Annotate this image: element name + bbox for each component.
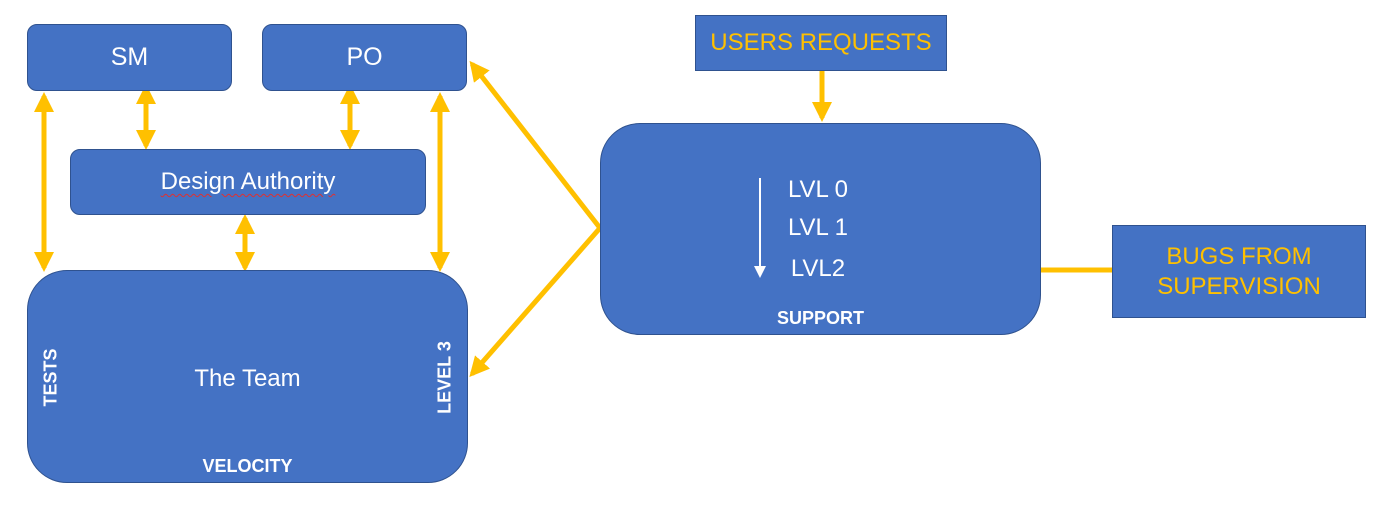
users-requests-label: USERS REQUESTS	[710, 29, 932, 56]
bugs-label-line2: SUPERVISION	[1157, 272, 1321, 300]
team-title: The Team	[194, 365, 301, 392]
team-box: The Team TESTS LEVEL 3 VELOCITY	[27, 270, 468, 483]
support-flow-arrow	[754, 178, 766, 278]
support-po-arrow	[469, 60, 602, 230]
support-bottom-label: SUPPORT	[776, 308, 864, 328]
design-authority-box: Design Authority	[70, 149, 426, 215]
po-box: PO	[262, 24, 467, 91]
sm-label: SM	[110, 43, 149, 71]
support-box: LVL 0 LVL 1 LVL2 SUPPORT	[600, 123, 1041, 335]
po-label: PO	[346, 43, 383, 71]
sm-box: SM	[27, 24, 232, 91]
bugs-label-line1: BUGS FROM	[1166, 242, 1312, 270]
support-level-0: LVL 0	[787, 176, 849, 203]
support-level-1: LVL 1	[787, 214, 849, 241]
support-level-2: LVL2	[790, 255, 846, 282]
team-level3-label: LEVEL 3	[434, 341, 455, 414]
bugs-box: BUGS FROM SUPERVISION	[1112, 225, 1366, 318]
team-tests-label: TESTS	[40, 348, 61, 407]
design-authority-label: Design Authority	[160, 168, 336, 195]
team-velocity-label: VELOCITY	[202, 456, 293, 476]
support-team-arrow	[469, 226, 602, 378]
users-requests-box: USERS REQUESTS	[695, 15, 947, 71]
